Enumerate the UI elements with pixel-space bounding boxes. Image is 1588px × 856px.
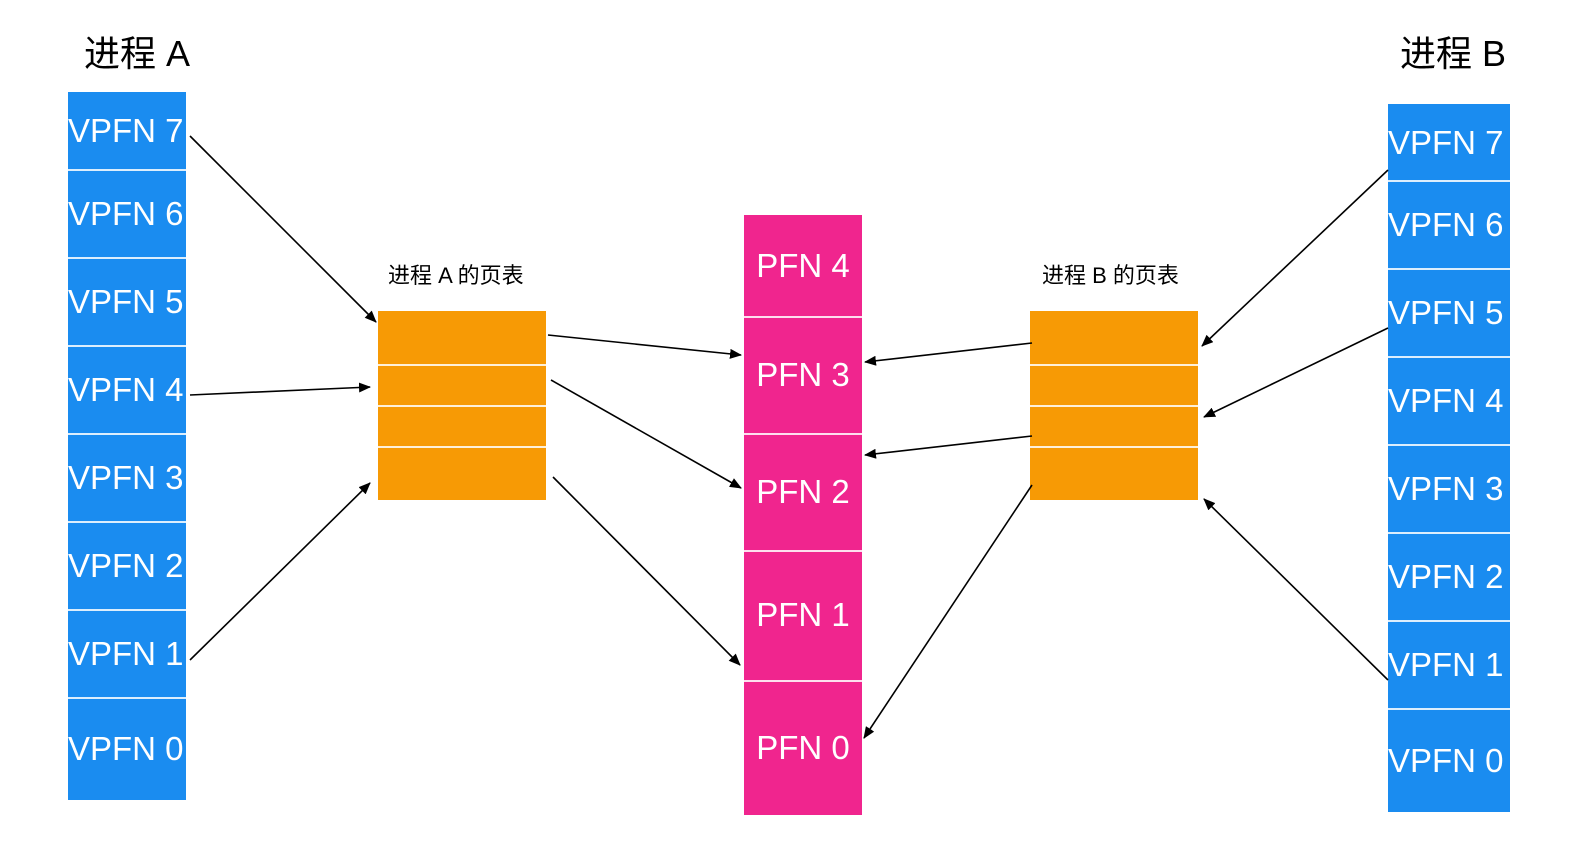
process-b-page-table-entry: [1030, 364, 1198, 405]
arrow-a-entry-to-pfn1: [552, 476, 741, 666]
process-a-page-table: [378, 311, 546, 500]
process-a-vpfn-5: VPFN 5: [68, 258, 186, 346]
pfn-0: PFN 0: [744, 680, 862, 815]
process-b-page-table: [1030, 311, 1198, 500]
arrow-a-vpfn1-to-entry: [189, 482, 371, 661]
process-a-page-table-entry: [378, 364, 546, 405]
process-a-page-table-entry: [378, 405, 546, 446]
process-b-vpfn-6: VPFN 6: [1388, 181, 1510, 269]
process-a-virtual-pages: VPFN 7 VPFN 6 VPFN 5 VPFN 4 VPFN 3 VPFN …: [68, 92, 186, 800]
process-a-vpfn-4: VPFN 4: [68, 346, 186, 434]
arrow-a-vpfn7-to-entry: [189, 135, 377, 323]
pfn-1: PFN 1: [744, 550, 862, 680]
process-a-page-table-entry: [378, 446, 546, 500]
pfn-2: PFN 2: [744, 433, 862, 550]
process-a-vpfn-7: VPFN 7: [68, 92, 186, 170]
process-b-vpfn-3: VPFN 3: [1388, 445, 1510, 533]
process-a-vpfn-2: VPFN 2: [68, 522, 186, 610]
process-b-page-table-label: 进程 B 的页表: [1042, 263, 1179, 288]
arrow-b-entry-to-pfn2: [864, 435, 1033, 459]
arrow-a-entry-to-pfn3: [547, 334, 742, 359]
arrow-a-entry-to-pfn2: [550, 379, 742, 489]
pfn-3: PFN 3: [744, 316, 862, 433]
process-a-vpfn-0: VPFN 0: [68, 698, 186, 800]
arrow-b-entry-to-pfn0: [863, 484, 1033, 739]
process-a-title: 进程 A: [84, 33, 191, 74]
process-b-title: 进程 B: [1400, 33, 1507, 74]
arrow-b-vpfn7-to-entry: [1201, 169, 1389, 347]
process-b-page-table-entry: [1030, 446, 1198, 500]
process-a-vpfn-1: VPFN 1: [68, 610, 186, 698]
physical-pages: PFN 4 PFN 3 PFN 2 PFN 1 PFN 0: [744, 215, 862, 815]
process-b-vpfn-5: VPFN 5: [1388, 269, 1510, 357]
process-b-page-table-entry: [1030, 311, 1198, 364]
process-b-vpfn-7: VPFN 7: [1388, 104, 1510, 181]
process-b-vpfn-4: VPFN 4: [1388, 357, 1510, 445]
arrow-b-entry-to-pfn3: [864, 342, 1033, 366]
process-b-virtual-pages: VPFN 7 VPFN 6 VPFN 5 VPFN 4 VPFN 3 VPFN …: [1388, 104, 1510, 812]
arrow-a-vpfn4-to-entry: [189, 382, 371, 396]
process-b-vpfn-0: VPFN 0: [1388, 709, 1510, 812]
process-a-vpfn-6: VPFN 6: [68, 170, 186, 258]
process-b-page-table-entry: [1030, 405, 1198, 446]
process-b-vpfn-1: VPFN 1: [1388, 621, 1510, 709]
pfn-4: PFN 4: [744, 215, 862, 316]
arrow-b-vpfn5-to-entry: [1203, 327, 1389, 418]
process-b-vpfn-2: VPFN 2: [1388, 533, 1510, 621]
process-a-page-table-label: 进程 A 的页表: [388, 263, 524, 288]
process-a-page-table-entry: [378, 311, 546, 364]
process-a-vpfn-3: VPFN 3: [68, 434, 186, 522]
arrow-b-vpfn1-to-entry: [1203, 498, 1389, 681]
